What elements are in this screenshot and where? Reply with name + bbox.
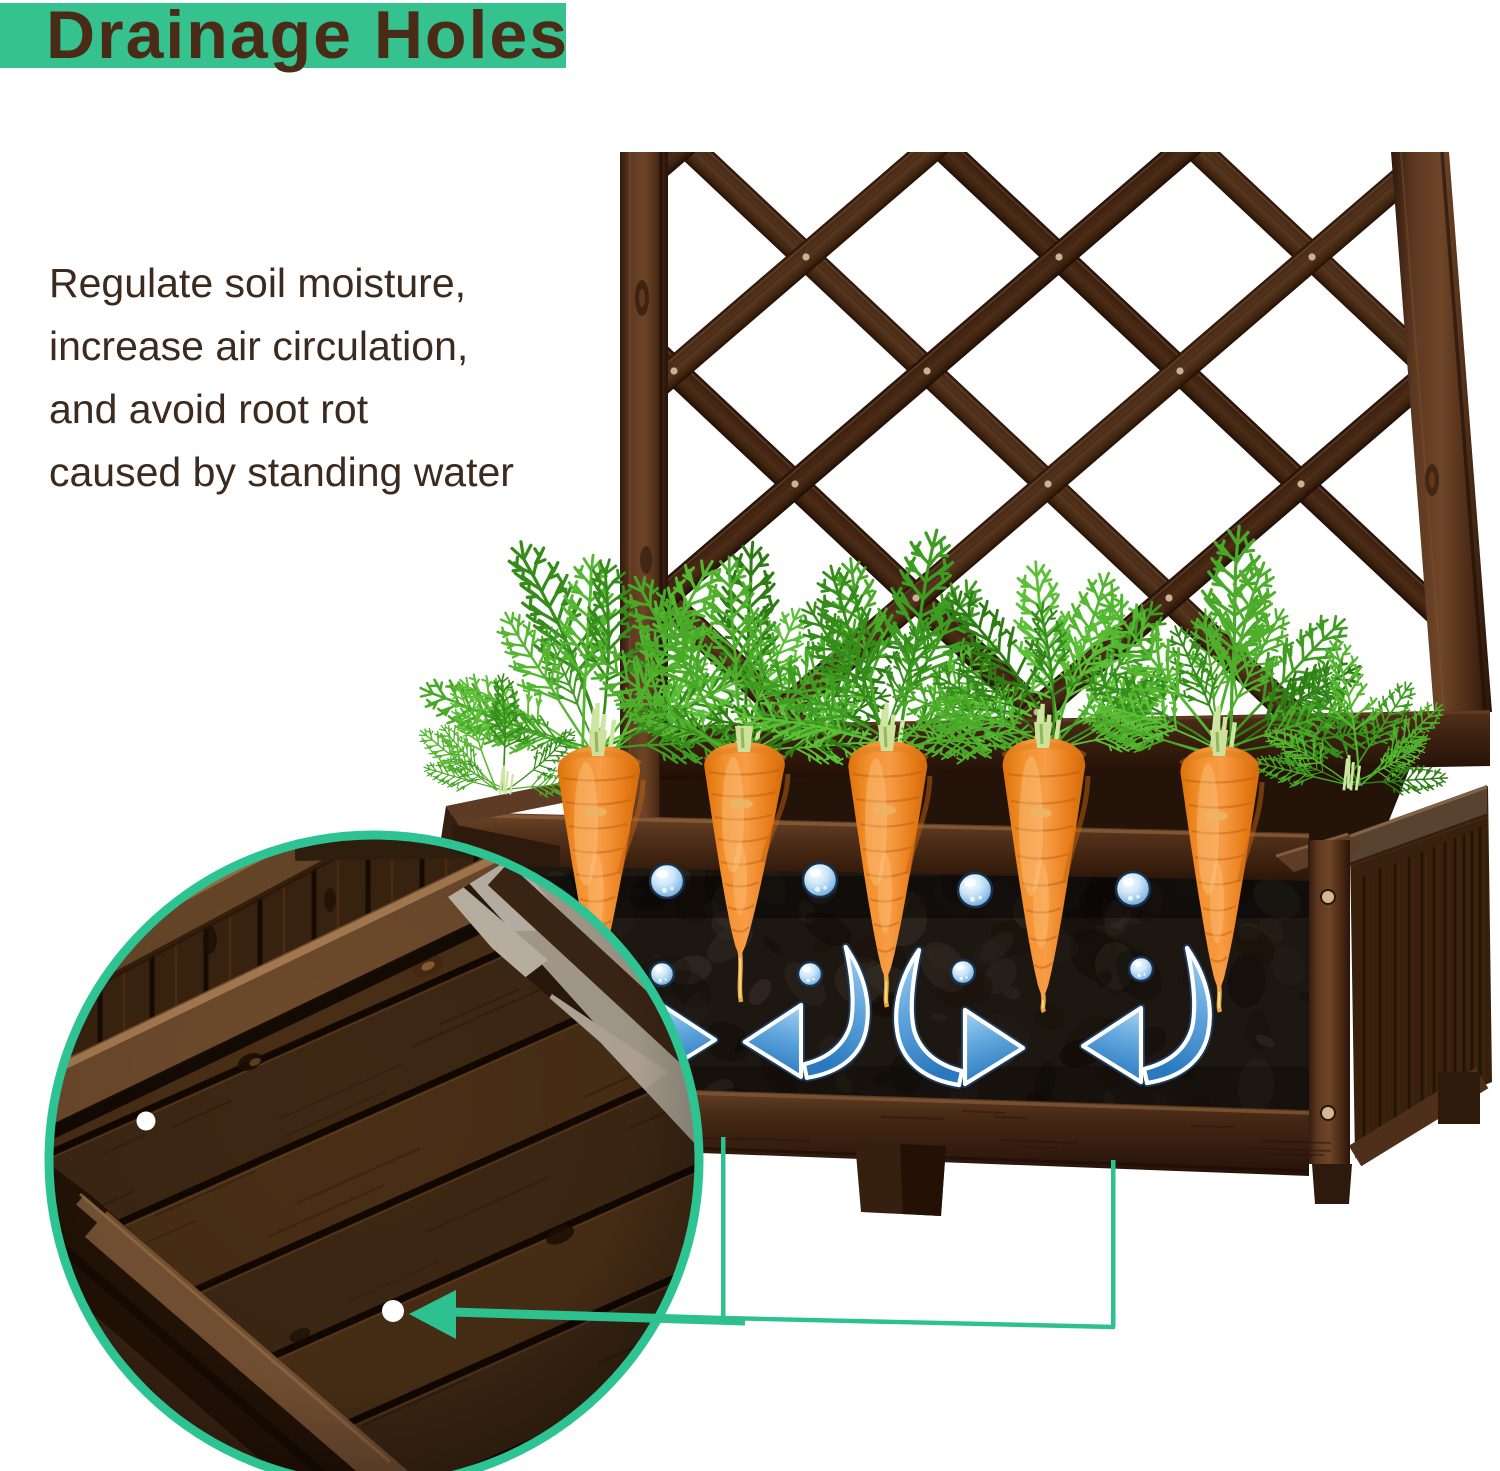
- svg-text:caused by standing water: caused by standing water: [49, 449, 514, 495]
- svg-text:Drainage Holes: Drainage Holes: [46, 0, 569, 73]
- svg-text:increase air circulation,: increase air circulation,: [49, 323, 468, 369]
- svg-text:and avoid root rot: and avoid root rot: [49, 386, 369, 432]
- svg-text:Regulate soil moisture,: Regulate soil moisture,: [49, 260, 466, 306]
